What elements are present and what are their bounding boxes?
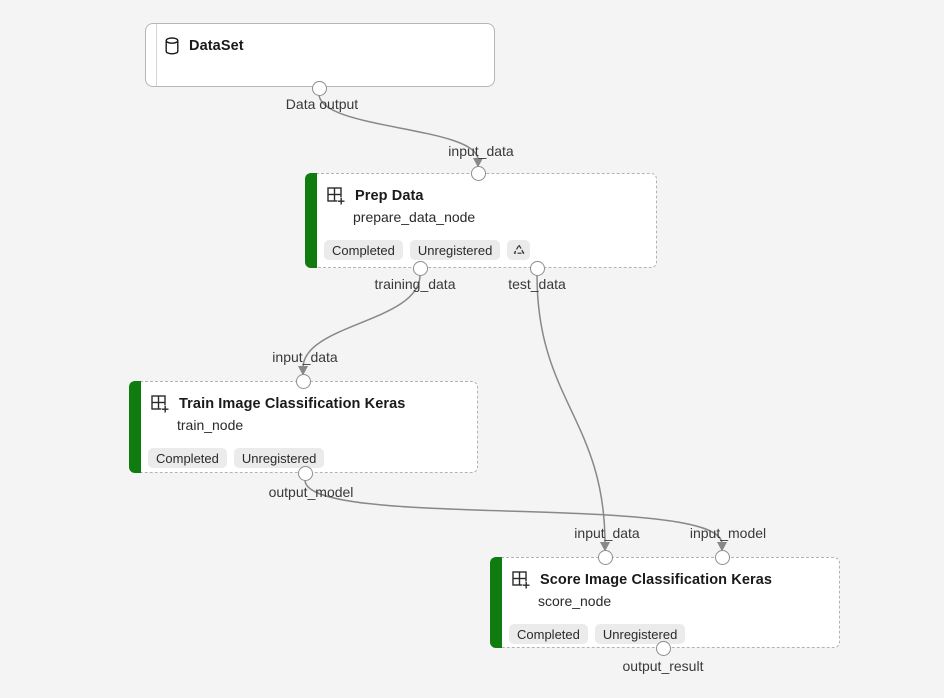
component-grid-icon — [326, 186, 346, 206]
status-accent-bar — [490, 557, 502, 648]
component-grid-icon — [150, 394, 170, 414]
port-label-score-input-model: input_model — [689, 525, 767, 541]
recycle-reuse-icon — [507, 240, 531, 260]
port-dataset-output[interactable] — [311, 80, 327, 96]
node-prep-data[interactable]: Prep Data prepare_data_node Completed Un… — [305, 173, 657, 268]
node-subtitle: prepare_data_node — [353, 209, 476, 225]
node-title: Train Image Classification Keras — [179, 396, 406, 412]
port-score-output[interactable] — [655, 640, 671, 656]
port-label-score-input-data: input_data — [574, 525, 640, 541]
register-badge: Unregistered — [233, 448, 325, 468]
port-label-training-data: training_data — [374, 276, 456, 292]
node-dataset[interactable]: DataSet — [145, 23, 495, 87]
port-score-input-model[interactable] — [714, 549, 730, 565]
node-title: Prep Data — [355, 188, 424, 204]
port-label-data-output: Data output — [285, 96, 359, 112]
component-grid-icon — [511, 570, 531, 590]
port-label-output-model: output_model — [268, 484, 354, 500]
port-prep-output-training[interactable] — [412, 260, 428, 276]
port-prep-input[interactable] — [470, 165, 486, 181]
port-label-test-data: test_data — [508, 276, 566, 292]
port-prep-output-test[interactable] — [529, 260, 545, 276]
edge-train-to-score[interactable] — [304, 479, 723, 545]
dataset-accent-divider — [156, 24, 157, 86]
port-train-output[interactable] — [297, 465, 313, 481]
port-label-prep-input: input_data — [448, 143, 514, 159]
node-subtitle: train_node — [177, 417, 244, 433]
status-accent-bar — [129, 381, 141, 473]
status-badge: Completed — [148, 448, 227, 468]
register-badge: Unregistered — [594, 624, 686, 644]
edge-prep-to-score[interactable] — [536, 274, 606, 545]
database-icon — [164, 37, 180, 55]
port-label-output-result: output_result — [622, 658, 704, 674]
node-title: Score Image Classification Keras — [540, 572, 773, 588]
node-title: DataSet — [189, 38, 244, 54]
port-train-input[interactable] — [295, 373, 311, 389]
status-accent-bar — [305, 173, 317, 268]
port-score-input-data[interactable] — [597, 549, 613, 565]
node-score[interactable]: Score Image Classification Keras score_n… — [490, 557, 840, 648]
port-label-train-input: input_data — [272, 349, 338, 365]
node-train[interactable]: Train Image Classification Keras train_n… — [129, 381, 478, 473]
status-badge: Completed — [324, 240, 403, 260]
register-badge: Unregistered — [409, 240, 501, 260]
node-subtitle: score_node — [538, 593, 612, 609]
status-badge: Completed — [509, 624, 588, 644]
